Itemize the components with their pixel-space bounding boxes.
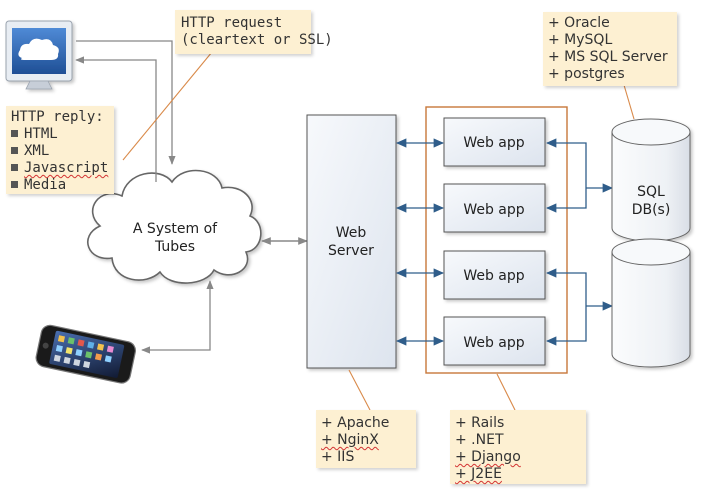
- database-cylinder-2: [611, 238, 691, 368]
- bullet-icon: [11, 147, 18, 154]
- db-label-line1: SQL: [637, 184, 665, 200]
- database-item: + postgres: [548, 66, 625, 82]
- server-item: + NginX: [321, 432, 379, 448]
- framework-item: + J2EE: [455, 466, 502, 482]
- server-app-arrows: [395, 138, 445, 346]
- http-request-line1: HTTP request: [181, 15, 283, 31]
- monitor-icon: [5, 20, 73, 90]
- web-server-box: [306, 114, 397, 369]
- framework-callout-line: [496, 373, 516, 411]
- web-app-box-2: Web app: [443, 183, 546, 233]
- framework-item: + Django: [455, 449, 521, 465]
- framework-item: + .NET: [455, 432, 504, 448]
- app-db-arrows: [545, 138, 614, 346]
- databases-note: + Oracle + MySQL + MS SQL Server + postg…: [543, 12, 677, 86]
- database-item: + Oracle: [548, 15, 610, 31]
- frameworks-note: + Rails + .NET + Django + J2EE: [450, 410, 586, 484]
- bullet-icon: [11, 130, 18, 137]
- http-reply-item: Media: [11, 177, 109, 194]
- request-arrow: [76, 40, 176, 165]
- servers-note: + Apache + NginX + IIS: [316, 410, 416, 468]
- web-app-box-3: Web app: [443, 250, 546, 300]
- cloud-label-line2: Tubes: [154, 239, 195, 255]
- server-item: + Apache: [321, 415, 390, 431]
- smartphone-icon: [35, 324, 137, 384]
- cloud-label-line1: A System of: [133, 221, 218, 237]
- web-app-group: [425, 106, 568, 374]
- database-item: + MS SQL Server: [548, 49, 668, 65]
- framework-item: + Rails: [455, 415, 505, 431]
- reply-arrow: [75, 56, 157, 182]
- server-callout-line: [348, 369, 371, 411]
- server-item: + IIS: [321, 449, 355, 465]
- http-request-note: HTTP request (cleartext or SSL): [175, 10, 333, 54]
- bullet-icon: [11, 164, 18, 171]
- http-reply-item: Javascript: [11, 160, 109, 177]
- monitor-cloud-arrows: [75, 40, 176, 182]
- web-server-label-line1: Web: [336, 225, 367, 241]
- database-cylinder-1: [611, 118, 691, 242]
- web-app-box-1: Web app: [443, 117, 546, 167]
- web-app-label: Web app: [463, 135, 524, 151]
- web-app-box-4: Web app: [443, 316, 546, 366]
- db-label-line2: DB(s): [632, 202, 671, 218]
- http-reply-item: XML: [11, 143, 109, 160]
- http-request-line2: (cleartext or SSL): [181, 32, 333, 48]
- web-app-label: Web app: [463, 202, 524, 218]
- http-reply-note: HTTP reply: HTML XML Javascript Media: [6, 106, 114, 194]
- web-server-label-line2: Server: [328, 243, 374, 259]
- web-app-label: Web app: [463, 268, 524, 284]
- request-callout-line: [122, 51, 213, 161]
- http-reply-item: HTML: [11, 126, 109, 143]
- web-app-label: Web app: [463, 335, 524, 351]
- database-item: + MySQL: [548, 32, 613, 48]
- http-reply-title: HTTP reply:: [11, 109, 104, 125]
- phone-cloud-arrow: [141, 280, 214, 354]
- bullet-icon: [11, 181, 18, 188]
- db-callout-line: [623, 84, 635, 120]
